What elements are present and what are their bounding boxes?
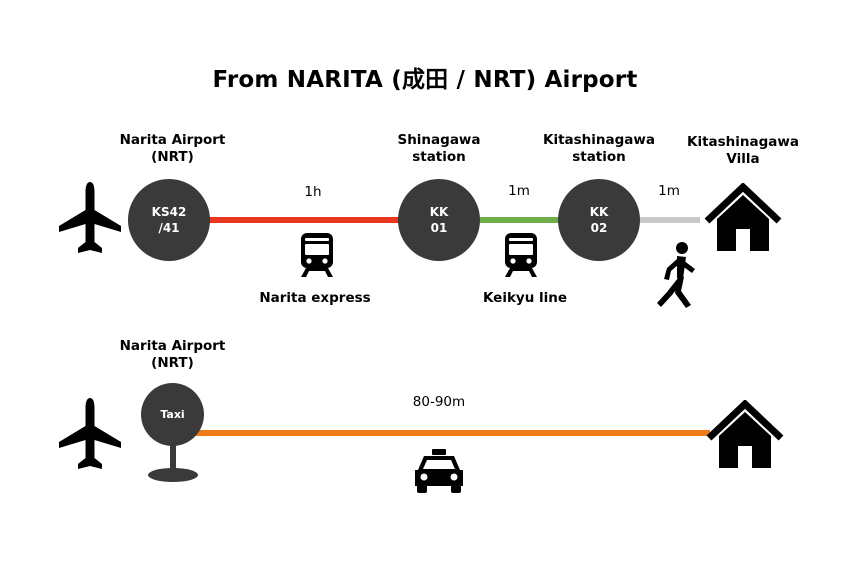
taxi-stand-sign: Taxi [141, 383, 204, 446]
origin-label: Narita Airport (NRT) [119, 338, 226, 371]
station-ks42: KS42 /41 [128, 179, 210, 261]
line-keikyu [470, 217, 570, 223]
taxi-stand-post [170, 440, 176, 474]
walking-person-icon [657, 242, 695, 308]
taxi-stand-base [148, 468, 198, 482]
train-icon [301, 233, 333, 277]
mode-label: Keikyu line [482, 290, 568, 306]
airplane-icon [59, 182, 121, 253]
airplane-icon [59, 398, 121, 469]
destination-label: Kitashinagawa Villa [686, 134, 799, 167]
segment-duration: 1m [658, 183, 680, 199]
segment-duration: 1h [304, 184, 322, 200]
line-narita-express [200, 217, 410, 223]
taxi-icon [415, 449, 463, 493]
mode-label: Narita express [259, 290, 371, 306]
segment-duration: 80-90m [412, 394, 466, 410]
segment-duration: 1m [508, 183, 530, 199]
page-title: From NARITA (成田 / NRT) Airport [212, 67, 638, 93]
line-taxi [190, 430, 710, 436]
line-walk [632, 217, 700, 223]
stop-kitashinagawa-label: Kitashinagawa station [542, 132, 655, 165]
stop-shinagawa-label: Shinagawa station [397, 132, 481, 165]
station-kk02: KK 02 [558, 179, 640, 261]
origin-label: Narita Airport (NRT) [119, 132, 226, 165]
house-icon [704, 183, 782, 251]
train-icon [505, 233, 537, 277]
house-icon [706, 400, 784, 468]
station-kk01: KK 01 [398, 179, 480, 261]
